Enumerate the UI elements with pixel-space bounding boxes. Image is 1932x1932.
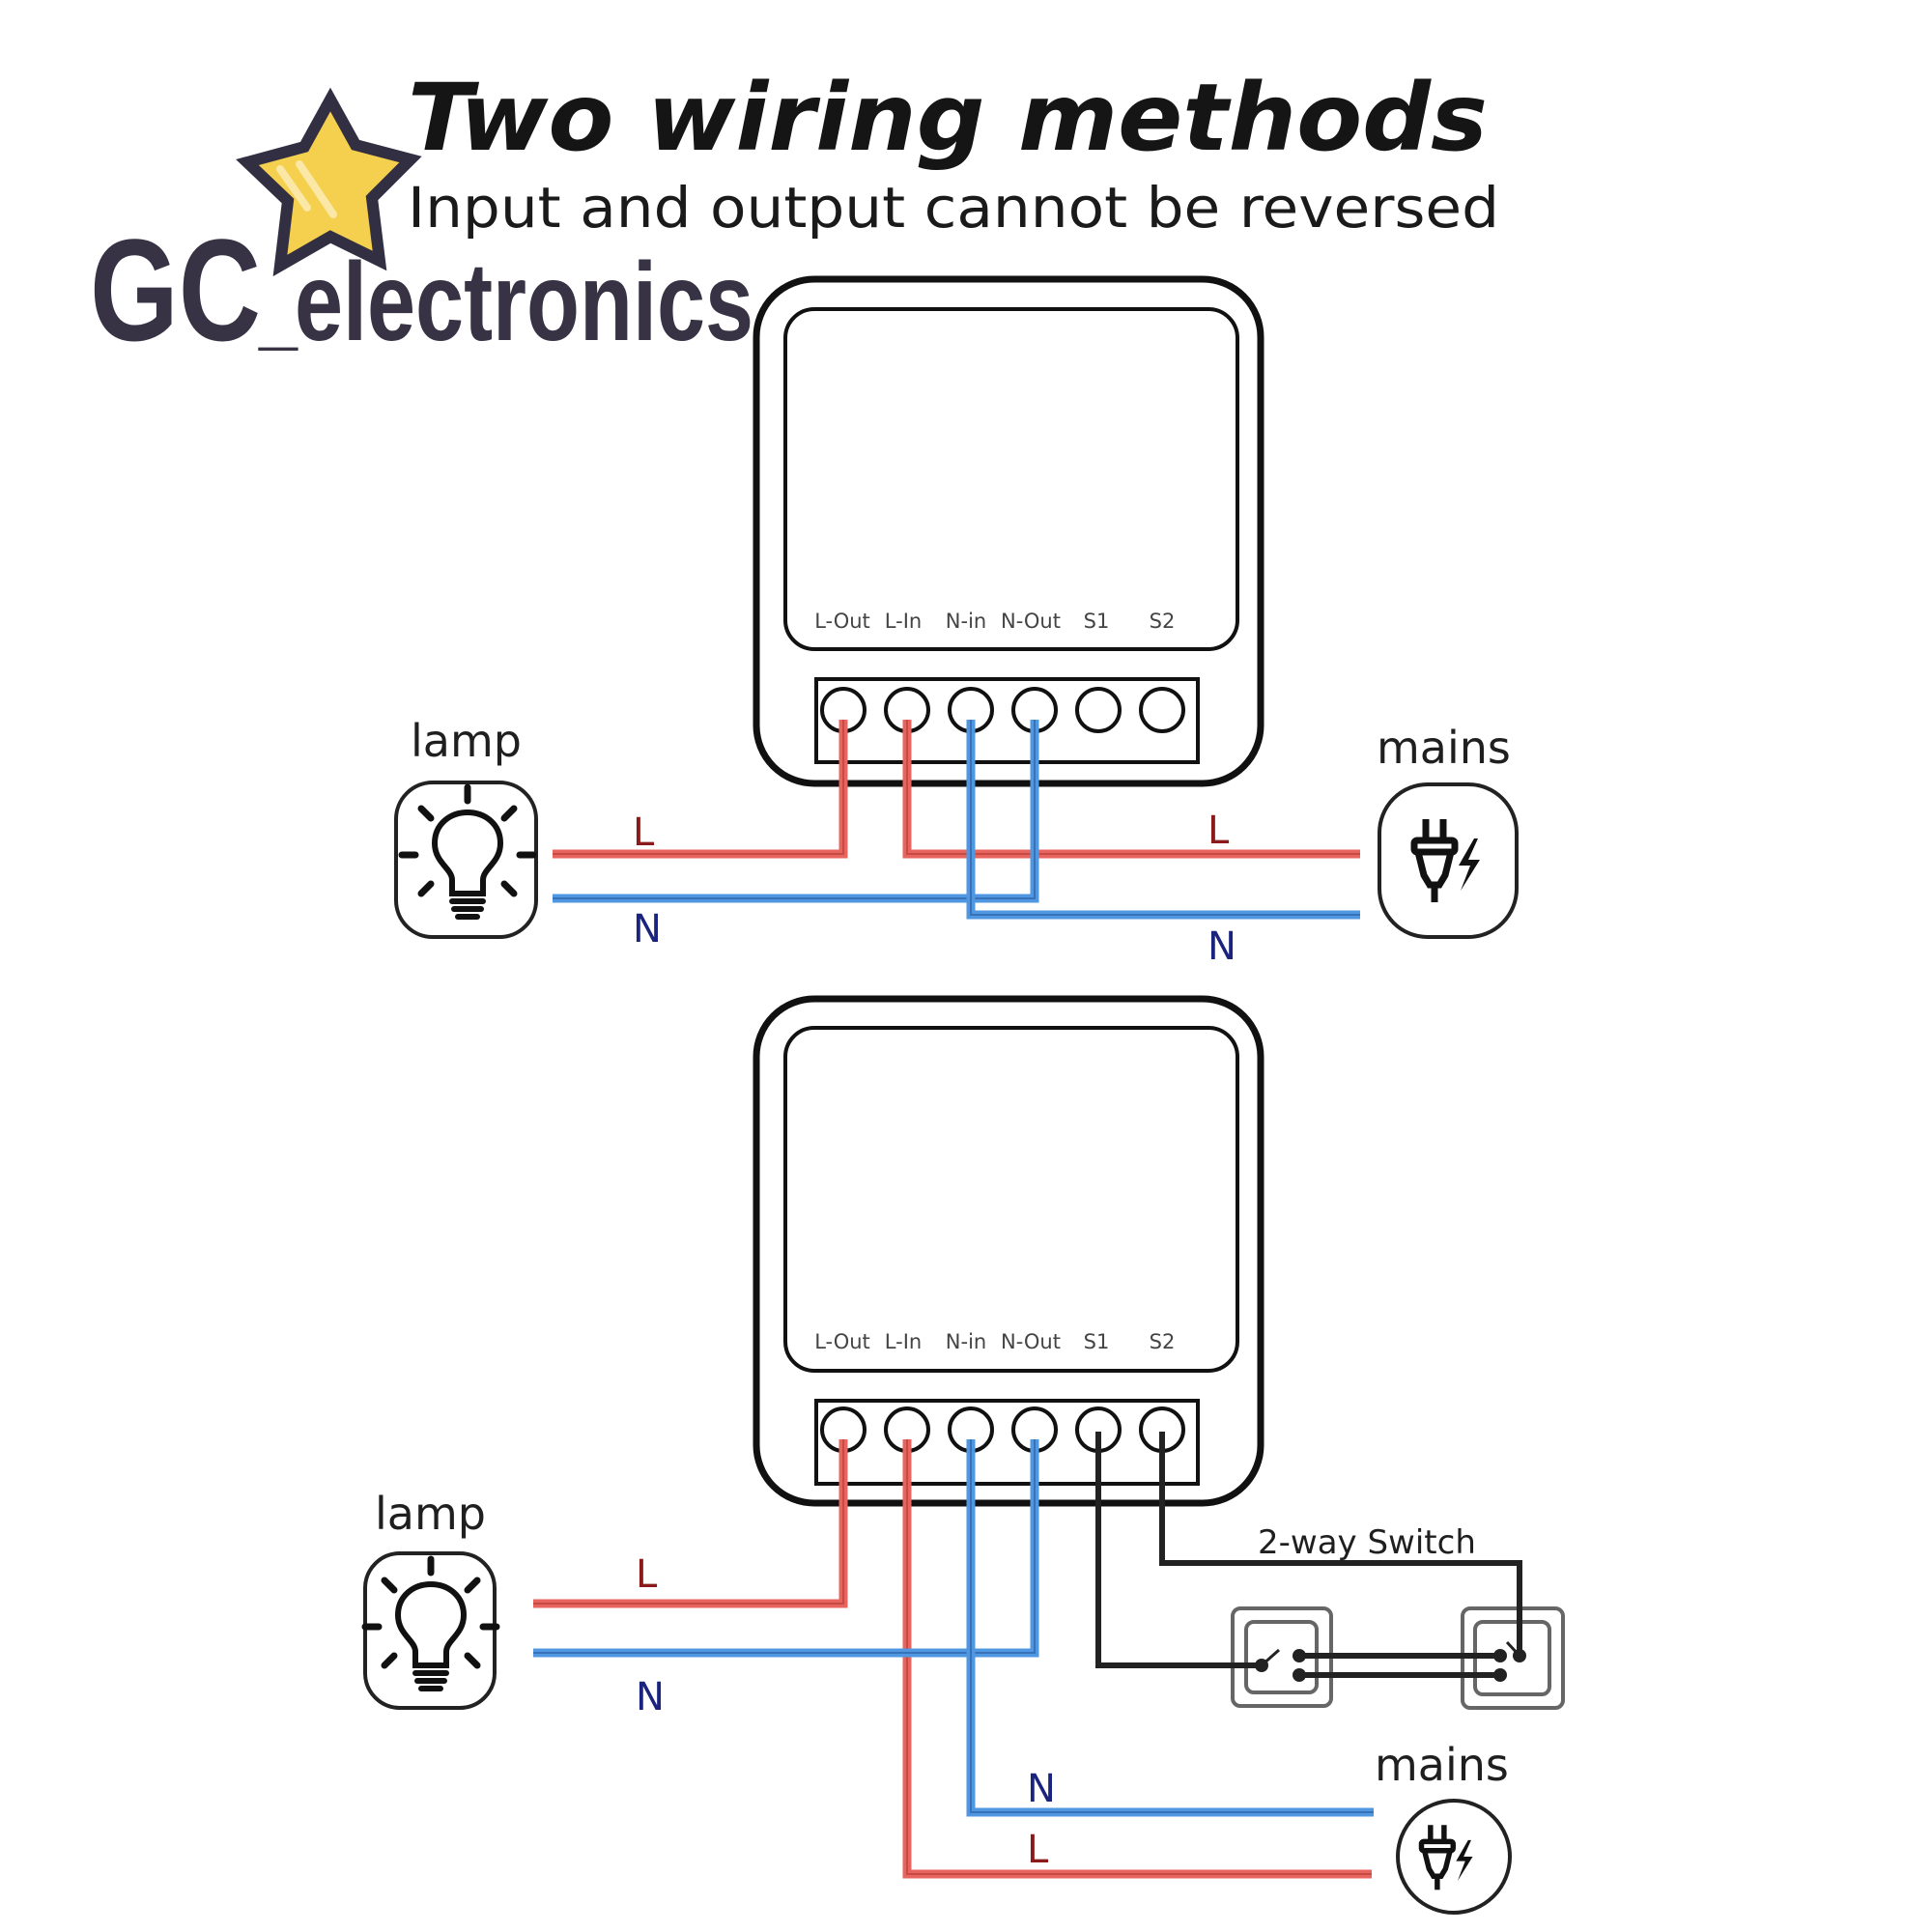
terminal-label-s1: S1 <box>1084 1330 1110 1353</box>
title: Two wiring methods <box>408 64 1488 172</box>
lamp-2 <box>365 1551 497 1710</box>
wire-s1 <box>1095 1432 1262 1668</box>
lightbulb-icon <box>402 787 533 917</box>
wire-label-neutral: N <box>633 907 662 952</box>
mains-2 <box>1396 1799 1512 1915</box>
two-way-switch-label: 2-way Switch <box>1258 1523 1476 1562</box>
terminal-block <box>814 677 1200 764</box>
terminal-label-s1: S1 <box>1084 610 1110 633</box>
terminal-label-n-out: N-Out <box>1001 610 1061 633</box>
terminal-screw-s2 <box>1139 687 1185 733</box>
mains-label: mains <box>1375 1739 1509 1791</box>
wire-mains-live <box>902 1439 1372 1879</box>
switch-lever-a <box>1261 1648 1280 1667</box>
wire-s2 <box>1159 1432 1522 1656</box>
star-icon <box>236 87 422 277</box>
wire-lamp-neutral <box>553 720 1039 903</box>
terminal-block <box>814 1399 1200 1486</box>
wire-mains-neutral <box>966 720 1360 920</box>
wire-label-live: L <box>633 810 655 855</box>
wire-label-neutral: N <box>636 1675 665 1719</box>
smart-switch-module-1: L-Out L-In N-in N-Out S1 S2 <box>753 275 1264 787</box>
terminal-label-l-out: L-Out <box>814 1330 870 1353</box>
terminal-label-l-out: L-Out <box>814 610 870 633</box>
wire-mains-live <box>902 720 1360 859</box>
switch-contact <box>1493 1668 1507 1682</box>
lamp-label: lamp <box>375 1488 486 1540</box>
wire-label-neutral: N <box>1208 924 1236 969</box>
terminal-label-n-in: N-in <box>946 1330 986 1353</box>
terminal-label-n-out: N-Out <box>1001 1330 1061 1353</box>
wire-label-live: L <box>636 1552 658 1597</box>
module-face <box>783 1026 1239 1373</box>
lamp-1 <box>394 781 538 939</box>
switch-contact <box>1493 1649 1507 1662</box>
plug-icon <box>1421 1825 1472 1889</box>
terminal-label-l-in: L-In <box>885 610 922 633</box>
terminal-label-s2: S2 <box>1150 610 1176 633</box>
terminal-label-s2: S2 <box>1150 1330 1176 1353</box>
switch-lever-b <box>1505 1640 1521 1658</box>
mains-1 <box>1378 782 1519 939</box>
terminal-label-n-in: N-in <box>946 610 986 633</box>
smart-switch-module-2: L-Out L-In N-in N-Out S1 S2 <box>753 995 1264 1507</box>
mains-label: mains <box>1377 722 1511 774</box>
terminal-screw-s1 <box>1075 687 1122 733</box>
terminal-label-l-in: L-In <box>885 1330 922 1353</box>
subtitle: Input and output cannot be reversed <box>408 175 1499 241</box>
logo-gc: GC <box>90 209 261 371</box>
module-face <box>783 307 1239 651</box>
switch-contact <box>1293 1668 1306 1682</box>
lightbulb-icon <box>365 1559 497 1689</box>
logo-underscore: _ <box>258 263 298 359</box>
wire-lamp-live <box>553 720 848 859</box>
module-housing <box>753 275 1264 787</box>
wire-label-live: L <box>1027 1828 1049 1872</box>
brand-logo: GC _ electronics <box>90 87 753 371</box>
wire-lamp-live <box>533 1439 848 1608</box>
switch-contact <box>1293 1649 1306 1662</box>
lamp-label: lamp <box>411 715 522 767</box>
wire-label-live: L <box>1208 809 1230 853</box>
wire-mains-neutral <box>966 1439 1374 1817</box>
plug-icon <box>1414 819 1480 902</box>
module-housing <box>753 995 1264 1507</box>
wire-lamp-neutral <box>533 1439 1039 1658</box>
wire-label-neutral: N <box>1027 1767 1056 1811</box>
